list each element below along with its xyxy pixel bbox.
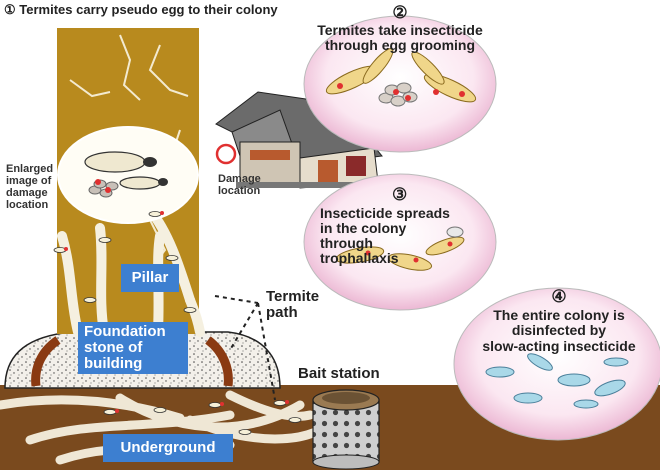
step3-number: ③ — [392, 185, 408, 204]
worker-termites — [53, 211, 302, 435]
underground-label: Underground — [103, 434, 233, 462]
termite-path-pointer — [214, 295, 276, 401]
enlarged-image-label: Enlarged image of damage location — [6, 163, 54, 212]
damage-line1: Damage — [218, 173, 261, 185]
step2-number: ② — [392, 3, 408, 22]
enlarged-line1: Enlarged — [6, 163, 54, 175]
step4-text-line1: The entire colony is — [493, 307, 625, 324]
step2-text-line2: through egg grooming — [324, 37, 476, 54]
step2-illustration — [325, 48, 477, 107]
enlarged-damage-bubble — [57, 126, 199, 224]
termite-path-label: Termite path — [266, 288, 320, 322]
pseudo-eggs — [88, 179, 119, 198]
pillar-label: Pillar — [121, 264, 179, 292]
step4-text-line3: slow-acting insecticide — [482, 337, 636, 354]
enlarged-line4: location — [6, 198, 49, 211]
step4-caption: ④ The entire colony is disinfected by sl… — [460, 287, 658, 354]
enlarged-line2: image of — [6, 174, 52, 187]
step3-text-line4: trophallaxis — [320, 250, 399, 267]
termite-path-line2: path — [266, 304, 298, 322]
foundation-line1: Foundation — [84, 323, 166, 340]
step2-text-line1: Termites take insecticide — [317, 22, 483, 39]
termite-path-line1: Termite — [266, 288, 320, 305]
damage-location-marker — [215, 143, 237, 165]
step3-bubble — [303, 173, 497, 311]
step4-illustration — [485, 353, 629, 409]
foundation-line3: building — [84, 354, 143, 372]
enlarged-termites — [84, 151, 168, 190]
foundation-tunnel-left — [31, 336, 61, 387]
red-eggs-carried — [64, 211, 289, 413]
step4-text-line2: disinfected by — [511, 322, 607, 339]
foundation-label: Foundation stone of building — [78, 322, 188, 374]
enlarged-line3: damage — [6, 186, 48, 199]
step3-text-line1: Insecticide spreads — [320, 205, 450, 221]
damage-line2: location — [218, 184, 261, 197]
step3-caption: Insecticide spreads in the colony throug… — [320, 205, 450, 267]
bait-station-label: Bait station — [298, 365, 380, 382]
step3-text-line3: through — [320, 235, 373, 252]
bait-station — [312, 389, 380, 470]
step4-number: ④ — [551, 287, 567, 306]
underground-tunnels — [0, 390, 335, 465]
damage-location-label: Damage location — [218, 173, 261, 198]
diagram-title: ① Termites carry pseudo egg to their col… — [4, 2, 278, 17]
step3-illustration — [335, 226, 465, 271]
step3-text-line2: in the colony — [320, 220, 407, 237]
foundation-line2: stone of — [84, 338, 143, 356]
step4-bubble — [453, 287, 660, 441]
step2-caption: ② Termites take insecticide through egg … — [316, 3, 484, 54]
foundation-tunnel-right — [205, 336, 233, 387]
